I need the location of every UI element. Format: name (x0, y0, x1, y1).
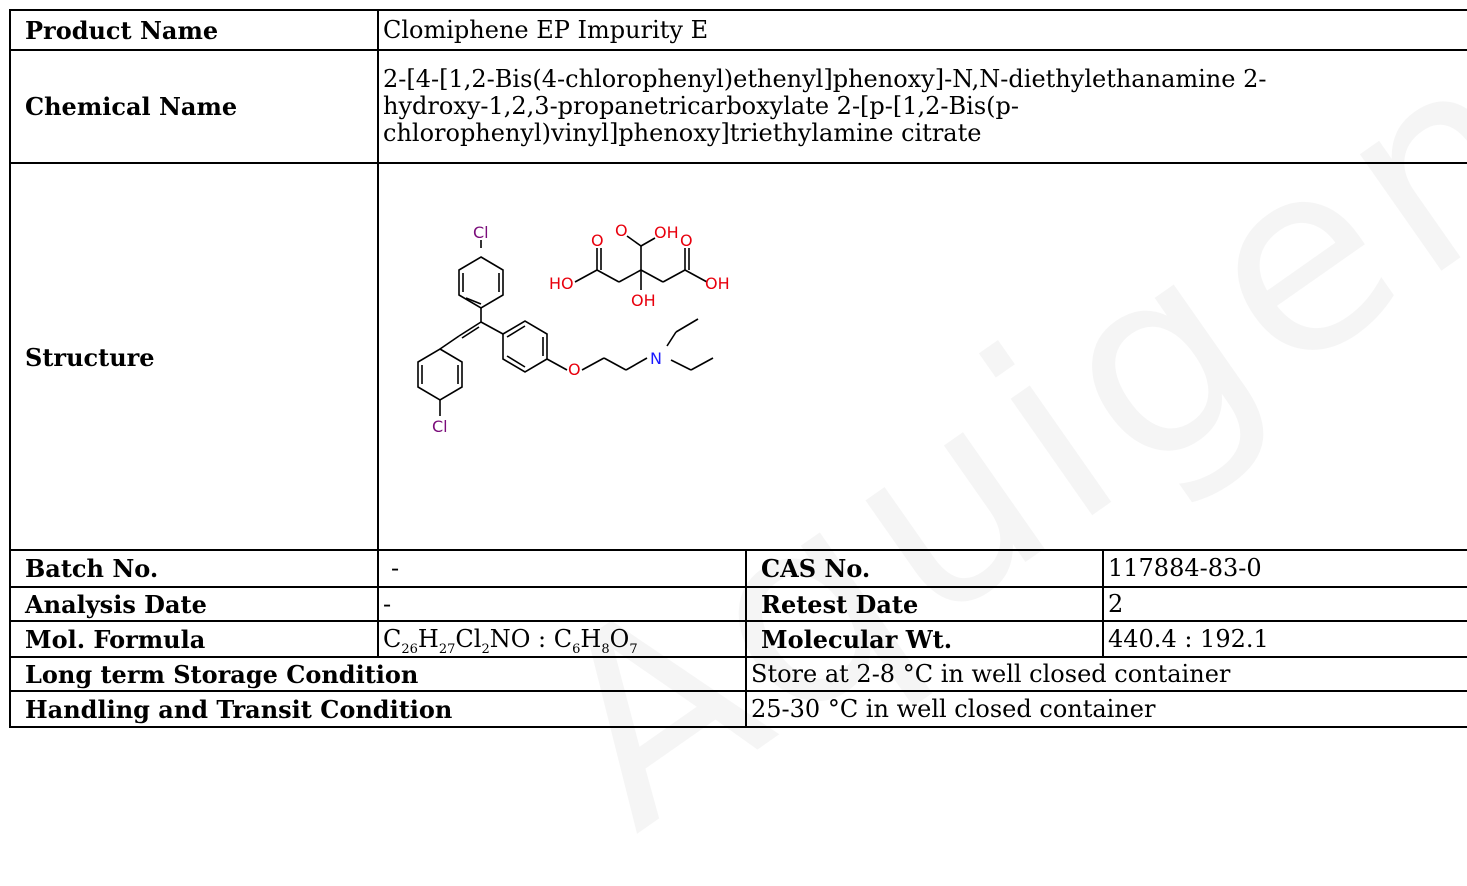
mol-formula-label: Mol. Formula (9, 620, 379, 658)
structure-svg: Cl Cl O N O HO O OH OH O OH (417, 221, 730, 436)
mol-formula-value: C26H27Cl2NO : C6H8O7 (377, 620, 747, 658)
structure-cell: Cl Cl O N O HO O OH OH O OH (376, 162, 1467, 551)
product-name-value: Clomiphene EP Impurity E (376, 9, 1467, 51)
chemical-structure-diagram: Cl Cl O N O HO O OH OH O OH (380, 174, 1467, 540)
formula-sub: 27 (438, 641, 456, 657)
chemical-name-line-2: hydroxy-1,2,3-propanetricarboxylate 2-[p… (383, 92, 1019, 120)
atom-cl-bottom: Cl (432, 417, 448, 436)
storage-condition-value: Store at 2-8 °C in well closed container (744, 656, 1467, 692)
atom-ether-o: O (568, 360, 581, 379)
handling-condition-label: Handling and Transit Condition (9, 690, 747, 728)
row-handling: Handling and Transit Condition 25-30 °C … (9, 690, 1467, 728)
row-dates: Analysis Date - Retest Date 2 (9, 586, 1467, 622)
chemical-name-line-1: 2-[4-[1,2-Bis(4-chlorophenyl)ethenyl]phe… (383, 65, 1267, 93)
batch-no-value: - (377, 549, 747, 588)
formula-part: C (383, 624, 402, 653)
molecular-wt-label: Molecular Wt. (745, 620, 1104, 658)
batch-no-label: Batch No. (9, 549, 379, 588)
formula-sub: 7 (629, 641, 638, 657)
cas-no-value: 117884-83-0 (1101, 549, 1467, 588)
product-name-label: Product Name (9, 9, 379, 51)
analysis-date-value: - (377, 586, 747, 622)
row-formula-weight: Mol. Formula C26H27Cl2NO : C6H8O7 Molecu… (9, 620, 1467, 658)
row-batch-cas: Batch No. - CAS No. 117884-83-0 (9, 549, 1467, 588)
coa-table: Product Name Clomiphene EP Impurity E Ch… (9, 9, 1467, 728)
chemical-name-label: Chemical Name (9, 49, 379, 164)
analysis-date-label: Analysis Date (9, 586, 379, 622)
row-structure: Structure (9, 162, 1467, 551)
handling-condition-value: 25-30 °C in well closed container (744, 690, 1467, 728)
atom-o-left: O (591, 231, 604, 250)
atom-n: N (650, 349, 662, 368)
formula-sub: 8 (601, 641, 610, 657)
retest-date-value: 2 (1101, 586, 1467, 622)
atom-ho-left: HO (549, 274, 574, 293)
formula-part: NO : C (489, 624, 573, 653)
chemical-name-line-3: chlorophenyl)vinyl]phenoxy]triethylamine… (383, 119, 982, 147)
atom-oh-center: OH (631, 291, 656, 310)
formula-sub: 2 (481, 641, 490, 657)
formula-sub: 26 (401, 641, 418, 657)
formula-part: O (609, 624, 630, 653)
cas-no-label: CAS No. (745, 549, 1104, 588)
row-chemical-name: Chemical Name 2-[4-[1,2-Bis(4-chlorophen… (9, 49, 1467, 164)
molecular-wt-value: 440.4 : 192.1 (1101, 620, 1467, 658)
atom-oh-right: OH (705, 274, 730, 293)
chemical-name-value: 2-[4-[1,2-Bis(4-chlorophenyl)ethenyl]phe… (376, 49, 1467, 164)
structure-bonds (417, 234, 714, 416)
atom-o-right: O (680, 231, 693, 250)
atom-o-top: O (615, 221, 628, 240)
formula-part: Cl (455, 624, 482, 653)
atom-oh-top: OH (654, 223, 679, 242)
retest-date-label: Retest Date (745, 586, 1104, 622)
structure-label: Structure (9, 162, 379, 551)
storage-condition-label: Long term Storage Condition (9, 656, 747, 692)
atom-cl-top: Cl (473, 223, 489, 242)
formula-part: H (580, 624, 602, 653)
row-storage: Long term Storage Condition Store at 2-8… (9, 656, 1467, 692)
row-product-name: Product Name Clomiphene EP Impurity E (9, 9, 1467, 51)
formula-sub: 6 (572, 641, 581, 657)
structure-atom-labels: Cl Cl O N O HO O OH OH O OH (432, 221, 730, 436)
formula-part: H (417, 624, 439, 653)
